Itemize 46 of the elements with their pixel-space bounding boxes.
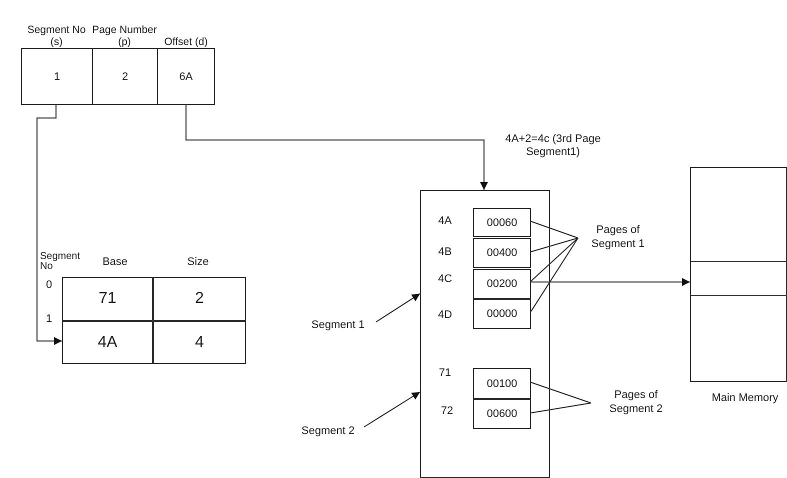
arrow bbox=[530, 278, 690, 286]
connector-line bbox=[530, 402, 592, 414]
page-number: 4B bbox=[437, 246, 453, 259]
table-cell: 2 bbox=[153, 277, 246, 321]
column-header: Base bbox=[101, 256, 129, 269]
page-table-block bbox=[420, 190, 550, 478]
connector-line bbox=[530, 238, 578, 252]
caption-text: Main Memory bbox=[710, 392, 780, 405]
page-entry-cell: 00060 bbox=[473, 208, 531, 237]
arrow bbox=[186, 104, 488, 190]
field-heading: Offset (d) bbox=[163, 34, 209, 48]
arrow bbox=[36, 104, 62, 345]
connector-line bbox=[530, 220, 578, 238]
page-entry-cell: 00600 bbox=[473, 399, 531, 429]
annotation-text: Pages of Segment 2 bbox=[591, 388, 681, 422]
calculation-note: 4A+2=4c (3rd Page Segment1) bbox=[504, 133, 602, 158]
connector-line bbox=[530, 238, 578, 282]
row-number: 0 bbox=[44, 279, 54, 292]
column-header: Size bbox=[186, 256, 210, 269]
page-entry-cell: 00100 bbox=[473, 368, 531, 399]
connector-line bbox=[530, 238, 578, 312]
page-entry-cell: 00000 bbox=[473, 299, 531, 329]
arrow bbox=[364, 392, 420, 428]
page-number: 4C bbox=[436, 273, 454, 286]
annotation-text: Pages of Segment 1 bbox=[578, 223, 658, 257]
main-memory-block bbox=[690, 167, 787, 382]
address-field-cell: 6A bbox=[157, 48, 215, 105]
page-entry-cell: 00200 bbox=[473, 269, 531, 299]
page-number: 71 bbox=[438, 367, 452, 380]
column-header: Segment No bbox=[40, 252, 82, 271]
page-entry-cell: 00400 bbox=[473, 238, 531, 268]
arrow bbox=[376, 293, 420, 322]
row-number: 1 bbox=[44, 313, 54, 326]
table-cell: 4 bbox=[153, 321, 246, 364]
page-number: 4D bbox=[436, 309, 454, 322]
annotation-text: Segment 2 bbox=[292, 424, 364, 440]
field-heading: Segment No (s) bbox=[26, 22, 87, 48]
connector-line bbox=[530, 382, 592, 404]
address-field-cell: 1 bbox=[21, 48, 93, 105]
page-number: 72 bbox=[440, 405, 454, 418]
page-number: 4A bbox=[437, 215, 453, 228]
address-field-cell: 2 bbox=[92, 48, 158, 105]
annotation-text: Segment 1 bbox=[300, 318, 376, 334]
table-cell: 71 bbox=[62, 277, 153, 321]
field-heading: Page Number (p) bbox=[92, 22, 157, 48]
table-cell: 4A bbox=[62, 321, 153, 364]
